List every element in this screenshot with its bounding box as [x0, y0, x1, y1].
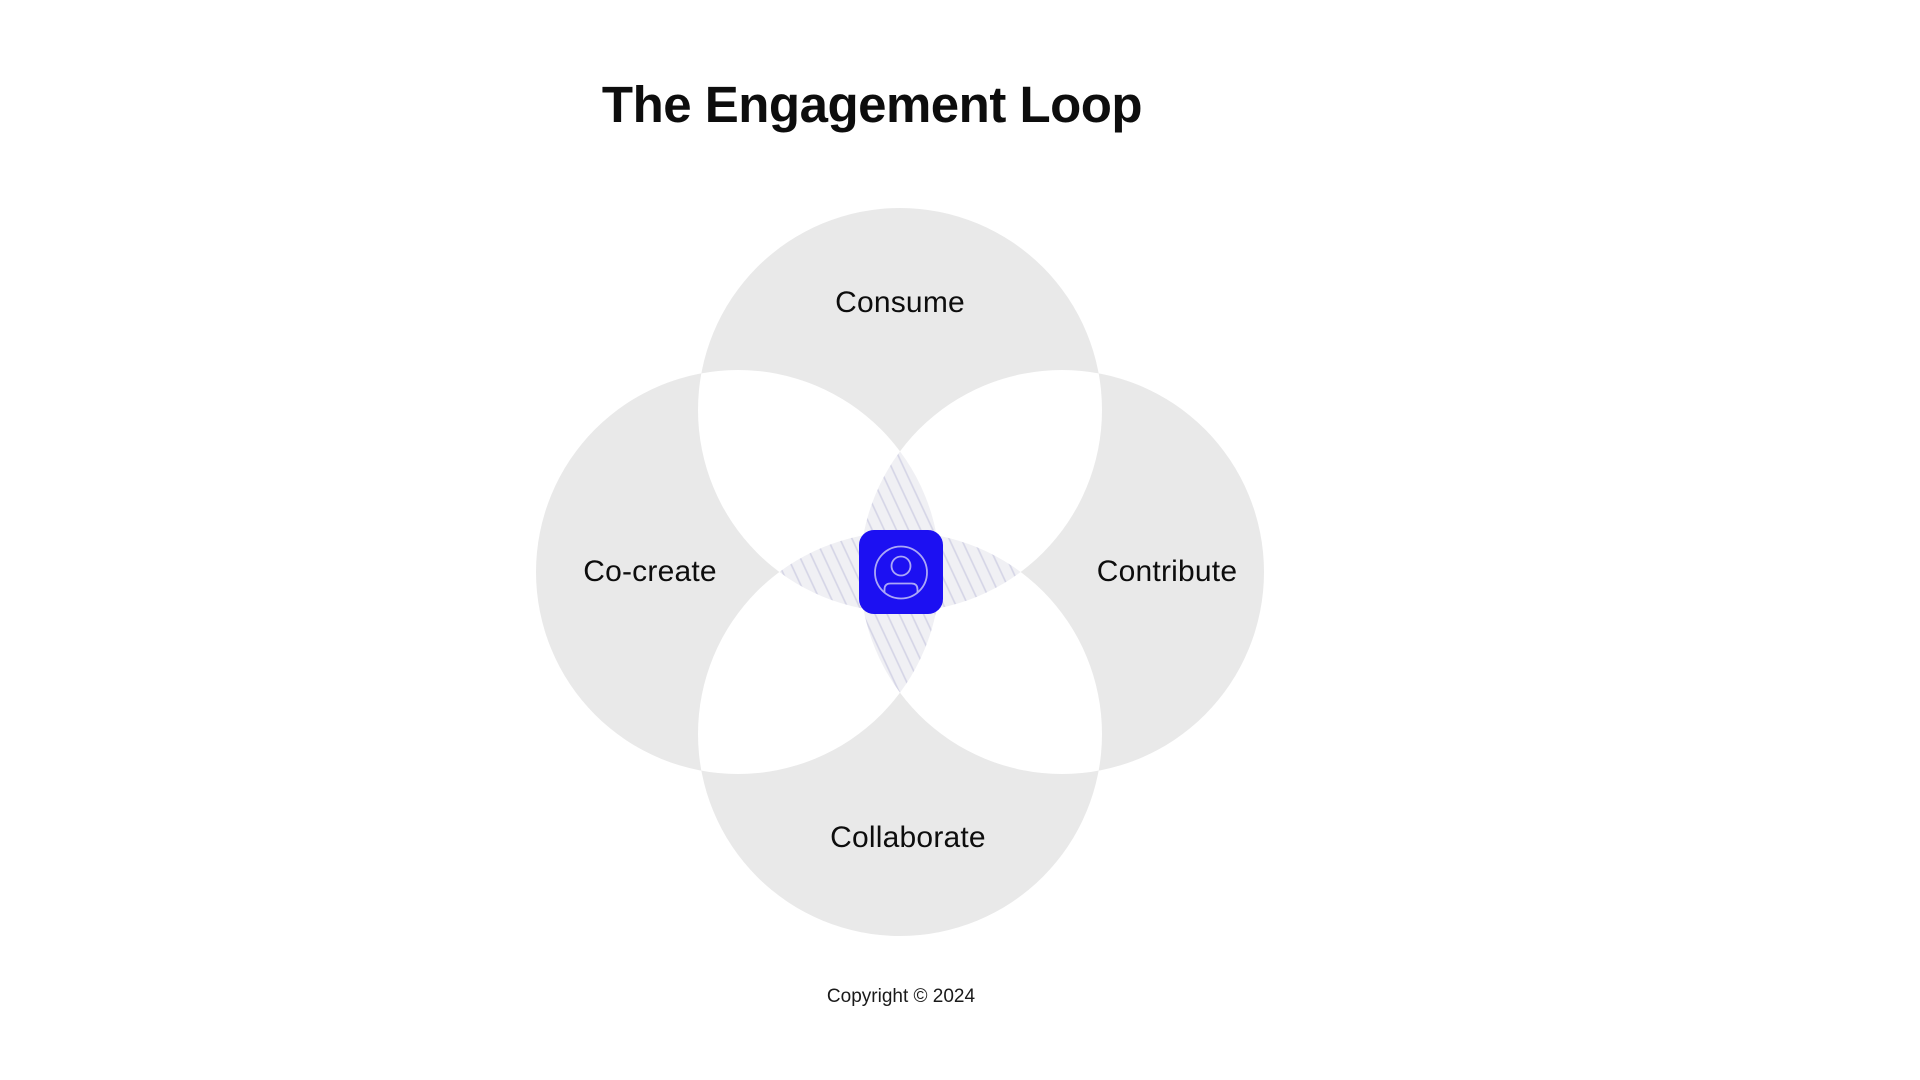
user-icon-outline	[874, 545, 928, 600]
label-collaborate: Collaborate	[830, 821, 986, 854]
label-contribute: Contribute	[1096, 555, 1238, 588]
label-cocreate: Co-create	[583, 555, 717, 588]
user-icon-head	[890, 555, 912, 577]
user-icon-shoulders	[883, 582, 919, 593]
user-icon	[874, 545, 928, 600]
label-consume: Consume	[835, 286, 965, 319]
copyright-text: Copyright © 2024	[826, 986, 976, 1007]
center-core-square	[859, 530, 943, 614]
page-title: The Engagement Loop	[601, 76, 1143, 133]
